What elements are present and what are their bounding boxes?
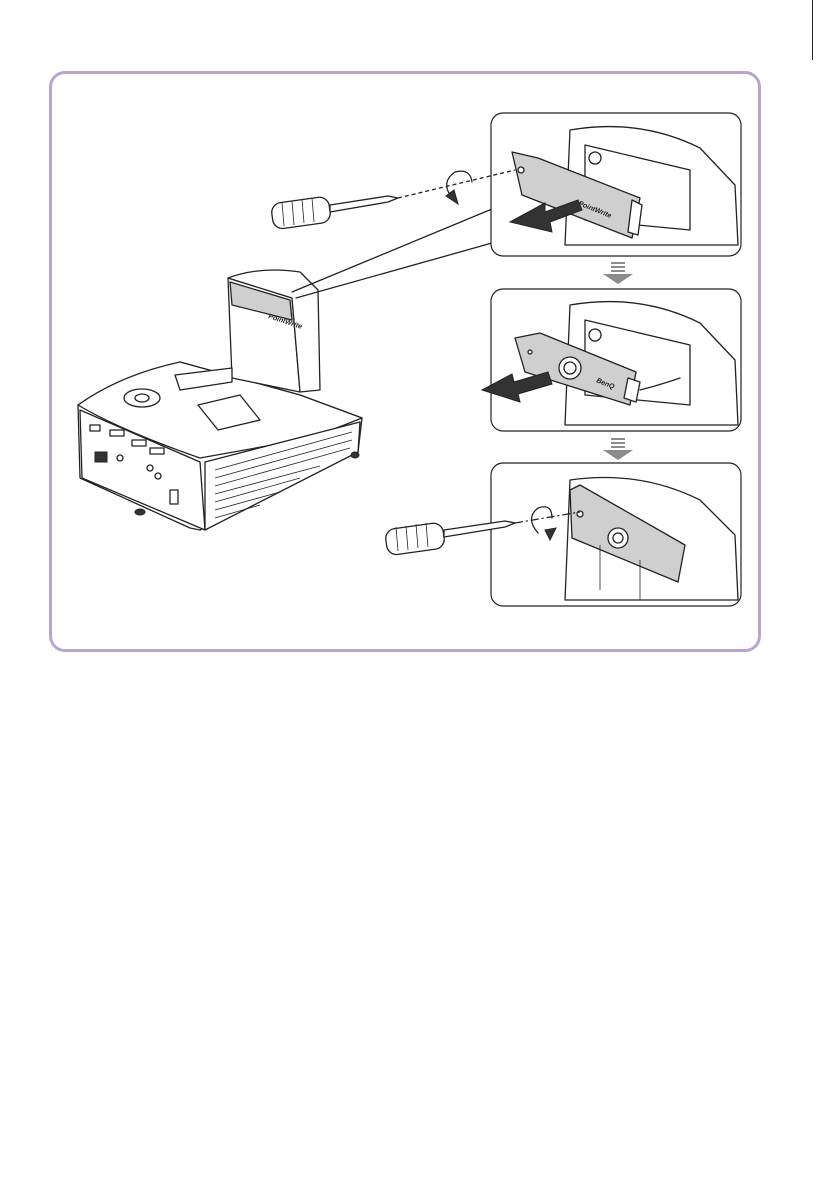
step-panel-fasten-screw	[491, 463, 741, 606]
step-arrow-1	[603, 262, 633, 284]
screwdriver-1	[270, 170, 515, 230]
zoom-leader-bottom	[296, 243, 492, 298]
step-panel-insert-module: BenQ	[482, 289, 741, 431]
projector-illustration: PointWrite	[78, 270, 362, 530]
step-panel-remove-cover: PointWrite	[491, 113, 741, 256]
step-arrow-2	[603, 438, 633, 460]
